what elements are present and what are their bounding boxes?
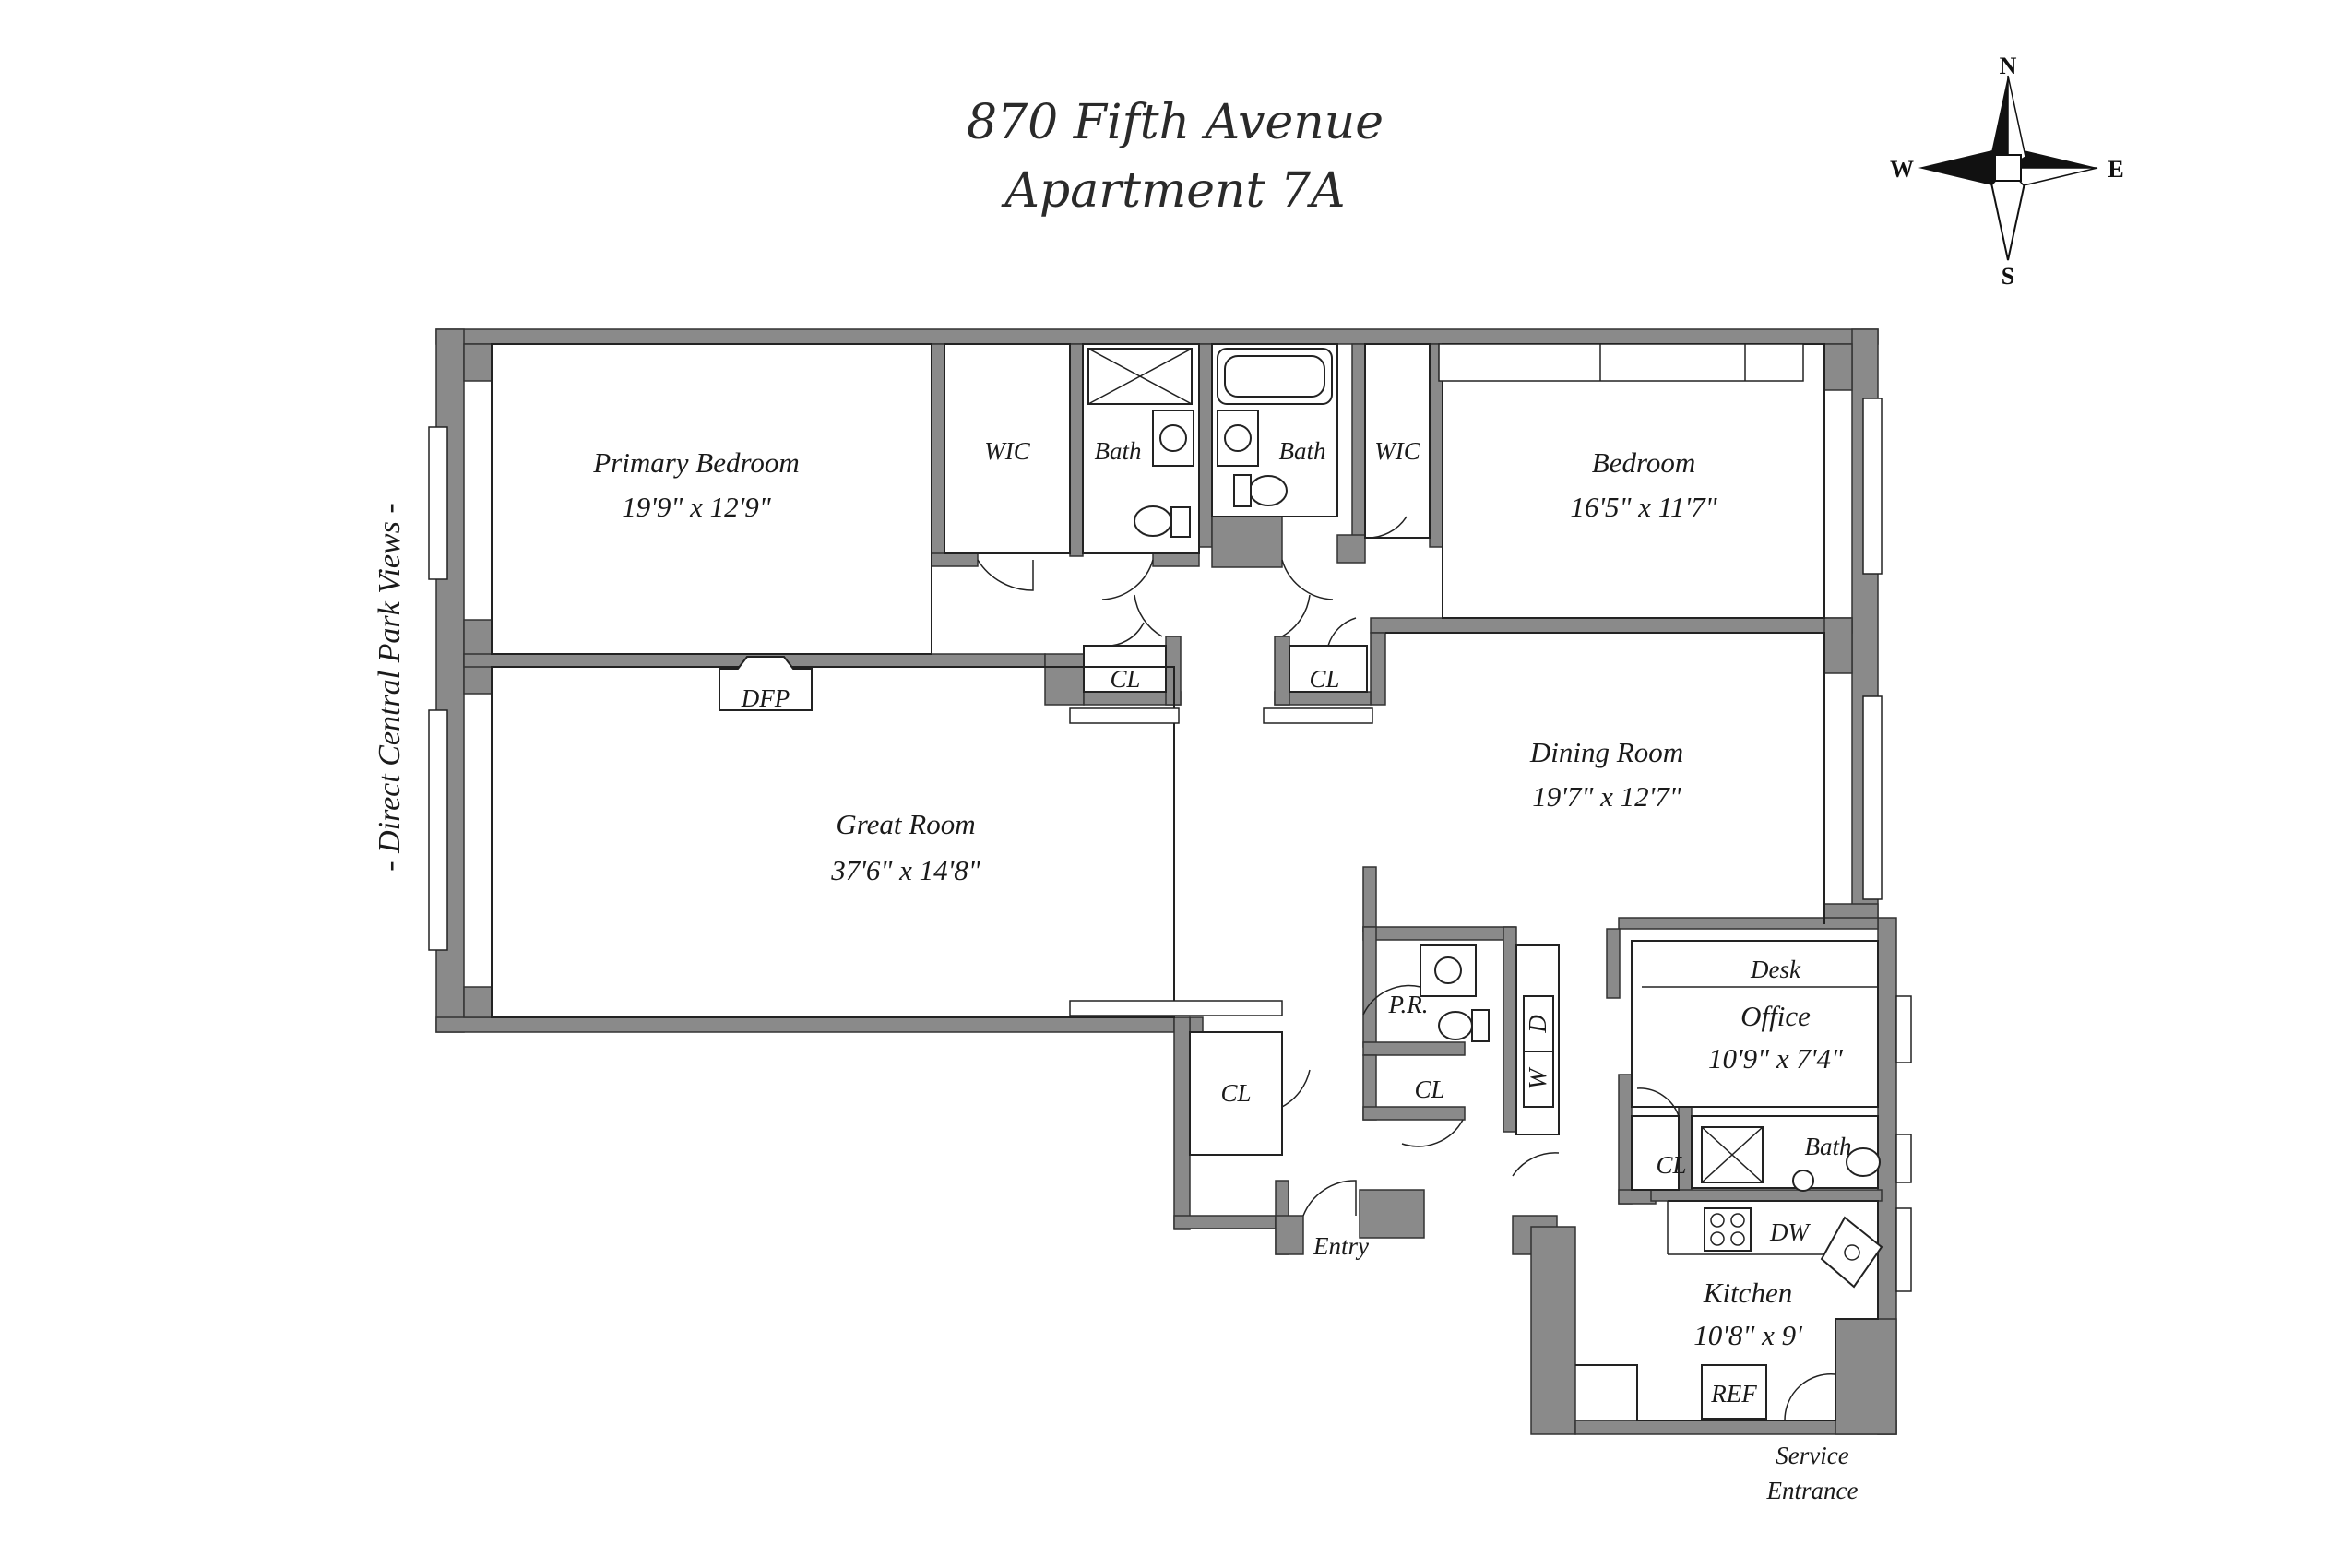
room-kitchen-name: Kitchen	[1703, 1277, 1792, 1309]
room-bedroom-name: Bedroom	[1592, 446, 1696, 479]
compass-west: W	[1890, 156, 1914, 183]
label-desk: Desk	[1750, 956, 1801, 983]
label-cl-entry: CL	[1220, 1079, 1251, 1107]
label-cl-office: CL	[1656, 1151, 1686, 1179]
label-washer: W	[1524, 1066, 1551, 1089]
plan-title-address: 870 Fifth Avenue	[967, 95, 1384, 150]
room-dining-room-dims: 19'7" x 12'7"	[1532, 780, 1682, 813]
label-bath-right: Bath	[1279, 437, 1326, 465]
label-powder-room: P.R.	[1387, 991, 1428, 1018]
room-office-name: Office	[1740, 1000, 1811, 1032]
label-wic-left: WIC	[984, 437, 1030, 465]
park-views-note: - Direct Central Park Views -	[373, 503, 407, 871]
label-cl-hall-left: CL	[1110, 665, 1140, 693]
plan-title-apartment: Apartment 7A	[1001, 163, 1345, 219]
label-service-entrance-2: Entrance	[1766, 1477, 1859, 1504]
label-dfp: DFP	[741, 684, 790, 712]
door-swings	[977, 516, 1836, 1421]
room-office-dims: 10'9" x 7'4"	[1708, 1042, 1844, 1075]
label-service-entrance-1: Service	[1776, 1442, 1848, 1469]
label-cl-hall-right: CL	[1309, 665, 1339, 693]
compass-east: E	[2108, 156, 2123, 183]
compass-south: S	[2002, 263, 2014, 290]
label-entry: Entry	[1313, 1232, 1369, 1260]
label-cl-pr: CL	[1414, 1075, 1444, 1103]
room-dining-room-name: Dining Room	[1529, 736, 1683, 768]
compass-rose-icon	[1918, 75, 2098, 261]
fixtures	[719, 348, 1883, 1420]
room-bedroom-dims: 16'5" x 11'7"	[1570, 491, 1717, 523]
label-refrigerator: REF	[1710, 1380, 1757, 1408]
room-kitchen-dims: 10'8" x 9'	[1693, 1319, 1803, 1351]
compass-north: N	[2000, 53, 2017, 79]
room-primary-bedroom-dims: 19'9" x 12'9"	[622, 491, 772, 523]
room-great-room-name: Great Room	[836, 808, 975, 840]
label-dishwasher: DW	[1769, 1218, 1811, 1246]
room-great-room-dims: 37'6" x 14'8"	[830, 854, 981, 886]
room-primary-bedroom-name: Primary Bedroom	[592, 446, 800, 479]
windows	[428, 343, 1912, 1292]
label-bath-office: Bath	[1805, 1133, 1852, 1160]
label-bath-left: Bath	[1095, 437, 1142, 465]
label-wic-right: WIC	[1374, 437, 1420, 465]
label-dryer: D	[1524, 1015, 1551, 1034]
